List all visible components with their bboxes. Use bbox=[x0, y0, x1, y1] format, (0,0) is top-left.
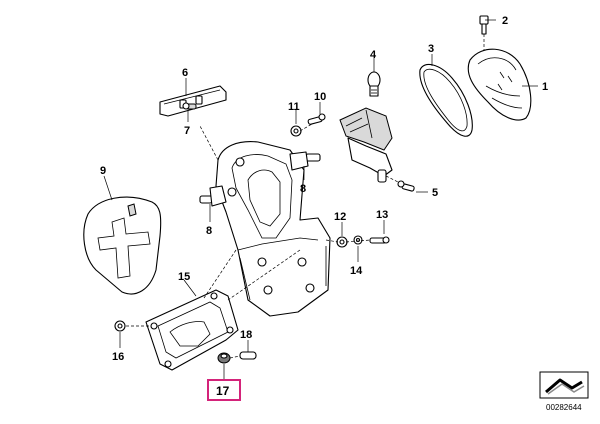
label-14[interactable]: 14 bbox=[350, 265, 363, 277]
selected-part-box bbox=[207, 379, 241, 401]
label-3[interactable]: 3 bbox=[428, 43, 434, 55]
label-8-lower[interactable]: 8 bbox=[206, 225, 212, 237]
label-10[interactable]: 10 bbox=[314, 91, 326, 103]
label-2[interactable]: 2 bbox=[502, 15, 508, 27]
label-7[interactable]: 7 bbox=[184, 125, 190, 137]
main-housing[interactable] bbox=[215, 141, 331, 317]
part-7-screw[interactable] bbox=[182, 102, 197, 110]
part-15-plate[interactable] bbox=[145, 289, 239, 371]
part-3-gasket[interactable] bbox=[419, 63, 473, 137]
part-18-pin[interactable] bbox=[239, 351, 257, 360]
part-10-screw[interactable] bbox=[307, 113, 326, 125]
part-5-bolt[interactable] bbox=[385, 175, 415, 192]
direction-arrow-icon bbox=[539, 371, 589, 399]
label-5[interactable]: 5 bbox=[432, 187, 438, 199]
part-1-lens[interactable] bbox=[467, 48, 532, 121]
label-17[interactable]: 17 bbox=[216, 384, 230, 398]
label-8-upper[interactable]: 8 bbox=[300, 183, 306, 195]
label-18[interactable]: 18 bbox=[240, 329, 252, 341]
part-6-bracket[interactable] bbox=[159, 85, 227, 117]
part-13-screw[interactable] bbox=[369, 236, 390, 244]
part-14-washer[interactable] bbox=[353, 235, 363, 245]
selected-part-callout[interactable]: 17 bbox=[207, 379, 241, 401]
part-8-spacer-upper[interactable] bbox=[289, 151, 321, 171]
lamp-socket[interactable] bbox=[339, 107, 393, 183]
label-4[interactable]: 4 bbox=[370, 49, 377, 61]
part-17-nut[interactable] bbox=[217, 352, 231, 364]
label-13[interactable]: 13 bbox=[376, 209, 388, 221]
leader-lines bbox=[103, 19, 538, 380]
part-8-spacer-lower[interactable] bbox=[199, 185, 227, 207]
label-1[interactable]: 1 bbox=[542, 81, 548, 93]
part-9-gasket[interactable] bbox=[83, 196, 162, 295]
callout-labels: 2 3 1 4 6 7 11 10 8 9 5 8 12 13 14 15 16… bbox=[100, 15, 548, 363]
part-4-bulb[interactable] bbox=[367, 71, 381, 97]
label-6[interactable]: 6 bbox=[182, 67, 188, 79]
part-2-screw[interactable] bbox=[479, 15, 489, 50]
reference-number: 00282644 bbox=[546, 403, 582, 412]
label-12[interactable]: 12 bbox=[334, 211, 346, 223]
label-16[interactable]: 16 bbox=[112, 351, 124, 363]
label-11[interactable]: 11 bbox=[288, 101, 300, 113]
part-16-nut[interactable] bbox=[114, 320, 126, 332]
part-12-nut[interactable] bbox=[336, 236, 348, 248]
label-15[interactable]: 15 bbox=[178, 271, 190, 283]
part-11-nut[interactable] bbox=[290, 125, 302, 137]
label-9[interactable]: 9 bbox=[100, 165, 106, 177]
